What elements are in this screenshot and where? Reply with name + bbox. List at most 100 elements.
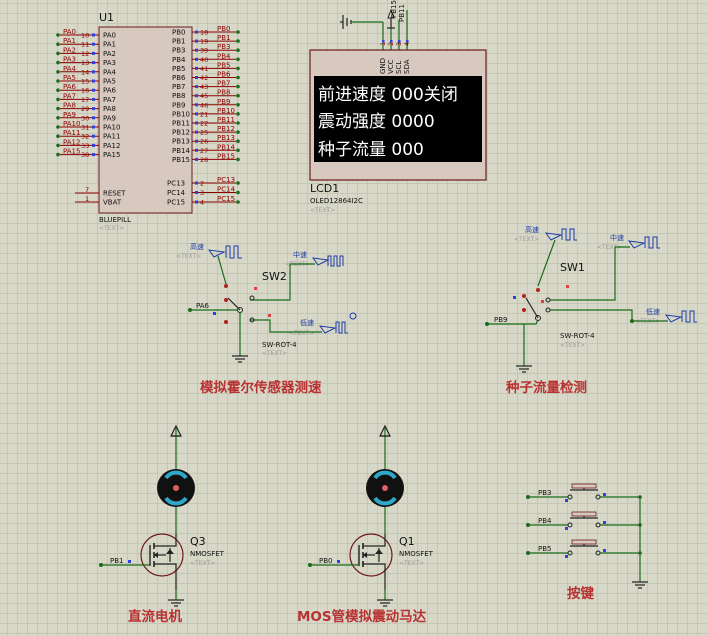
sw2-tag: <TEXT> — [262, 350, 287, 357]
sw1-contact-2 — [522, 294, 526, 298]
q1-tag: <TEXT> — [399, 560, 424, 567]
mcu-pin-name: PB7 — [172, 83, 185, 91]
mcu-pin-name: PB14 — [172, 147, 190, 155]
mcu-pin-number: 32 — [81, 133, 89, 141]
mcu-pin-name: PA6 — [103, 87, 117, 95]
lcd-pin-name: VCC — [387, 59, 395, 74]
mcu-pin-number: 13 — [81, 59, 89, 67]
mcu-pin-number: 45 — [200, 92, 208, 100]
mcu-net-label: PB10 — [217, 107, 235, 115]
mcu-pin-number: 27 — [200, 147, 208, 155]
sw1-gen-high-symbol — [546, 233, 561, 240]
mcu-net-label: PA6 — [63, 83, 77, 91]
sw2-gen-high-tag: <TEXT> — [176, 253, 201, 260]
mcu-pin-name: PB6 — [172, 74, 186, 82]
push-button-icon[interactable] — [572, 512, 596, 516]
mcu-net-label: PB12 — [217, 125, 235, 133]
square-wave-icon — [682, 311, 697, 322]
mcu-pin-name: RESET — [103, 190, 126, 198]
lcd-line-1: 前进速度 000关闭 — [318, 85, 458, 105]
sw1-gen-mid-label: 中速 — [610, 233, 624, 242]
q3-part: NMOSFET — [190, 550, 225, 558]
mcu-pin-number: 28 — [200, 156, 208, 164]
square-wave-icon — [328, 256, 343, 266]
mcu-net-label: PB14 — [217, 143, 235, 151]
mcu-tag: <TEXT> — [99, 225, 124, 232]
mcu-pin-number: 1 — [85, 195, 89, 203]
mcu-pin-name: PB5 — [172, 65, 185, 73]
sw1-caption: 种子流量检测 — [505, 379, 587, 396]
mcu-right-extra-pins: 2PC13PC133PC14PC144PC15PC15 — [167, 176, 240, 207]
mcu-pin-name: PA15 — [103, 151, 120, 159]
q3-ref: Q3 — [190, 535, 206, 548]
square-wave-icon — [562, 229, 577, 240]
key-row-pb4[interactable]: PB4 — [526, 512, 642, 530]
sw1-tag: <TEXT> — [560, 342, 585, 349]
mcu-pin-name: PB0 — [172, 29, 185, 37]
mcu-net-label: PB13 — [217, 134, 235, 142]
mcu-pin-name: PB10 — [172, 110, 190, 118]
q1-ref: Q1 — [399, 535, 415, 548]
mcu-net-label: PA2 — [63, 46, 76, 54]
mcu-pin-number: 42 — [200, 74, 208, 82]
motor-q3-circuit[interactable]: PB1 Q3 NMOSFET <TEXT> 直流电机 — [99, 426, 225, 625]
lcd-line-3: 种子流量 000 — [318, 140, 424, 160]
mcu-pin-number: 39 — [200, 47, 208, 55]
mcu-net-label: PB3 — [217, 43, 230, 51]
lcd-ref: LCD1 — [310, 182, 339, 195]
key-row-pb5[interactable]: PB5 — [526, 540, 642, 558]
mcu-pin-name: PB15 — [172, 156, 190, 164]
mcu-pin-name: PA3 — [103, 59, 116, 67]
sw2-gen-low-label: 低速 — [300, 318, 314, 327]
switch-sw2[interactable]: 高速 <TEXT> 中速 <TEXT> 低速 <TEXT> SW2 SW-ROT… — [176, 242, 356, 396]
mcu-net-label: PB7 — [217, 80, 230, 88]
mcu-net-label: PA1 — [63, 37, 76, 45]
mcu-net-label: PA8 — [63, 102, 76, 110]
mcu-pin-number: 26 — [200, 138, 208, 146]
sw1-contact-1 — [536, 288, 540, 292]
probe-marker-icon — [350, 313, 356, 319]
mcu-pin-name: PC15 — [167, 199, 185, 207]
sw1-contact-3 — [522, 308, 526, 312]
mcu-u1[interactable]: U1 BLUEPILL <TEXT> PA010PA0PA111PA1PA212… — [56, 11, 240, 232]
sw1-ref: SW1 — [560, 261, 585, 274]
switch-sw1[interactable]: 高速 <TEXT> 中速 <TEXT> 低速 <TEXT> SW1 SW-ROT… — [485, 225, 697, 396]
sw2-contact-2 — [224, 298, 228, 302]
mcu-pin-name: PA10 — [103, 124, 120, 132]
mcu-pin-name: PB8 — [172, 92, 185, 100]
key-row-pb3[interactable]: PB3 — [526, 484, 642, 502]
push-button-icon[interactable] — [572, 540, 596, 544]
sw2-ref: SW2 — [262, 270, 287, 283]
lcd-pin-name: SDA — [403, 59, 411, 74]
sw2-gen-mid-label: 中速 — [293, 250, 307, 259]
mcu-pin-name: PB11 — [172, 120, 190, 128]
mcu-net-label: PC15 — [217, 195, 235, 203]
mcu-net-label: PA7 — [63, 92, 76, 100]
lcd-pin-name: SCL — [395, 61, 403, 74]
mcu-pin-number: 46 — [200, 101, 208, 109]
mcu-net-label: PB9 — [217, 98, 230, 106]
sw2-gen-high-symbol — [209, 250, 224, 257]
mcu-net-label: PA0 — [63, 28, 76, 36]
mcu-pin-name: PB12 — [172, 129, 190, 137]
lcd-part: OLED12864I2C — [310, 197, 363, 205]
mcu-pin-name: PA8 — [103, 105, 116, 113]
q1-caption: MOS管模拟震动马达 — [297, 608, 427, 625]
sw2-gen-high-label: 高速 — [190, 242, 204, 251]
push-button-icon[interactable] — [572, 484, 596, 488]
lcd-net-scl: PB15 — [390, 0, 398, 18]
mcu-pin-number: 3 — [200, 189, 204, 197]
motor-q1-circuit[interactable]: PB0 Q1 NMOSFET <TEXT> MOS管模拟震动马达 — [297, 426, 434, 625]
lcd-oled[interactable]: PB15 PB11 GND1VCC2SCL3SDA4 前进速度 000关闭 震动… — [310, 0, 486, 214]
mcu-net-label: PA12 — [63, 138, 80, 146]
mcu-pin-name: PA4 — [103, 68, 117, 76]
mcu-pin-name: PA2 — [103, 50, 116, 58]
sw2-gen-low-symbol — [320, 326, 335, 333]
sw1-gen-high-label: 高速 — [525, 225, 539, 234]
sw1-gen-high-tag: <TEXT> — [514, 236, 539, 243]
mcu-pin-number: 30 — [81, 114, 89, 122]
keys-block[interactable]: PB3PB4PB5 按键 — [526, 484, 648, 602]
mcu-pin-number: 21 — [200, 110, 208, 118]
lcd-pin-name: GND — [379, 58, 387, 74]
